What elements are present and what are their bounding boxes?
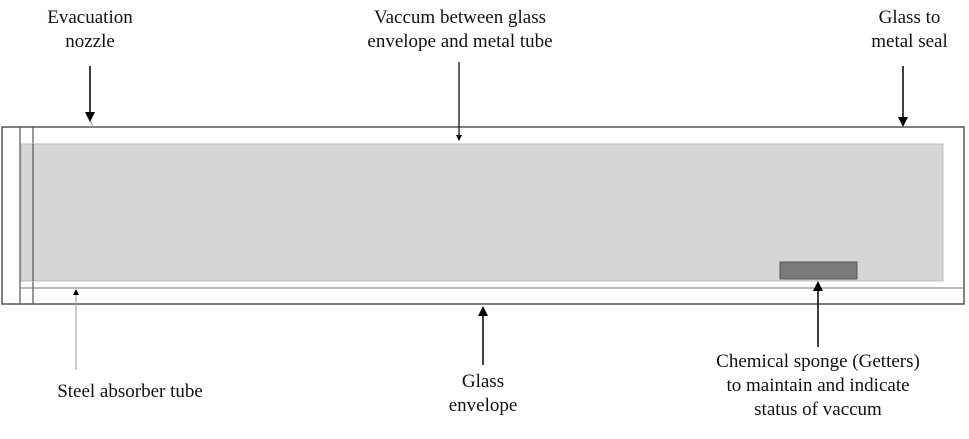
label-evacuation-nozzle: Evacuation nozzle: [20, 6, 160, 54]
steel-absorber-tube-shape: [20, 143, 944, 282]
label-chemical-sponge: Chemical sponge (Getters) to maintain an…: [688, 350, 948, 422]
label-chemical-sponge-line1: Chemical sponge (Getters): [716, 351, 920, 372]
label-glass-to-metal-seal-line2: metal seal: [871, 31, 948, 52]
label-vacuum-line2: envelope and metal tube: [367, 31, 553, 52]
label-chemical-sponge-line2: to maintain and indicate: [726, 375, 910, 396]
label-vacuum-line1: Vaccum between glass: [374, 7, 546, 28]
label-evacuation-nozzle-line2: nozzle: [65, 31, 115, 52]
label-vacuum: Vaccum between glass envelope and metal …: [330, 6, 590, 54]
label-glass-to-metal-seal-line1: Glass to: [878, 7, 941, 28]
label-glass-envelope-line1: Glass: [461, 371, 505, 392]
label-chemical-sponge-line3: status of vaccum: [754, 399, 882, 420]
label-steel-absorber-tube: Steel absorber tube: [30, 380, 230, 404]
label-glass-envelope-line2: envelope: [448, 395, 518, 416]
label-steel-absorber-tube-line1: Steel absorber tube: [57, 381, 203, 402]
label-evacuation-nozzle-line1: Evacuation: [47, 7, 133, 28]
label-glass-to-metal-seal: Glass to metal seal: [850, 6, 969, 54]
label-glass-envelope: Glass envelope: [433, 370, 533, 418]
getter-shape: [779, 261, 858, 280]
